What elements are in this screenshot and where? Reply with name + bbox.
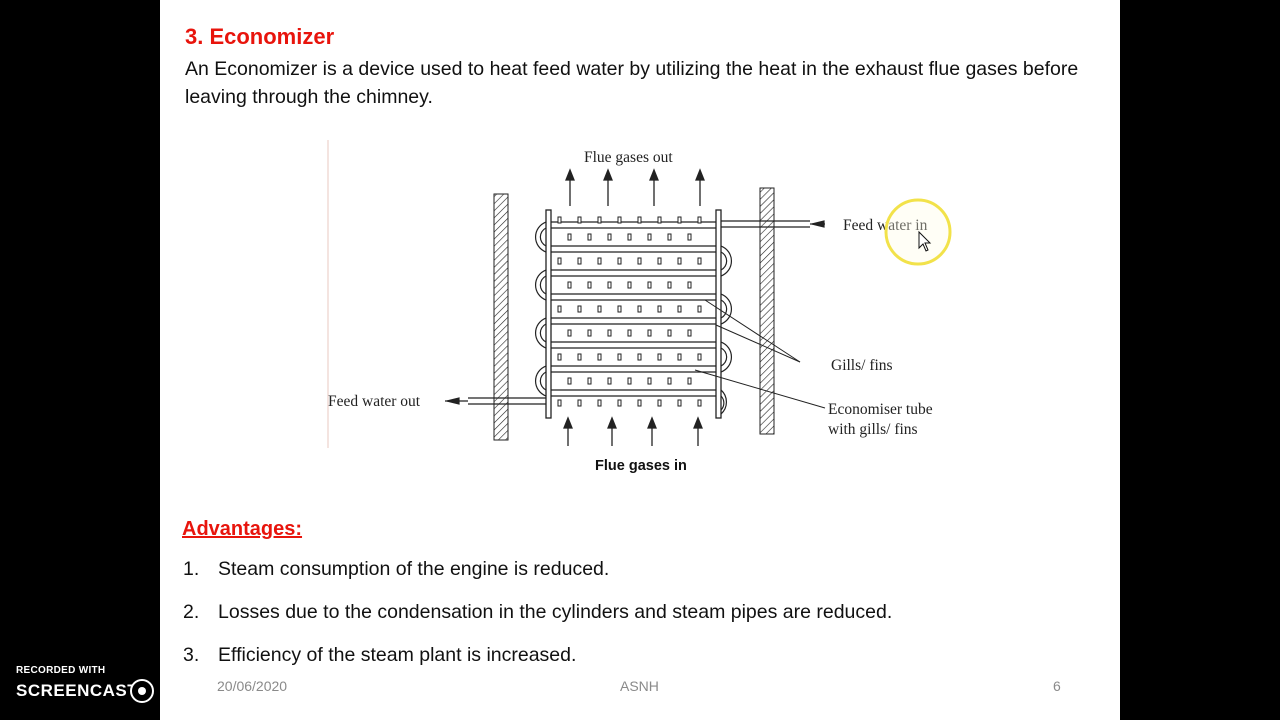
fins <box>557 216 702 407</box>
label-economiser-tube-1: Economiser tube <box>828 401 933 418</box>
advantage-item: 3. Efficiency of the steam plant is incre… <box>183 644 576 667</box>
record-icon <box>130 679 154 703</box>
advantage-item: 1. Steam consumption of the engine is red… <box>183 558 609 581</box>
footer-page-number: 6 <box>1053 678 1061 694</box>
watermark-screencast: SCREENCAST <box>16 681 139 700</box>
advantage-number: 2. <box>183 601 200 623</box>
feed-water-out-pipe <box>445 397 546 405</box>
feed-water-in-pipe <box>721 220 825 228</box>
right-header <box>715 209 722 419</box>
advantage-item: 2. Losses due to the condensation in the … <box>183 601 892 624</box>
slide-intro-text: An Economizer is a device used to heat f… <box>185 58 1079 108</box>
economizer-diagram: Flue gases out Feed water in Gills/ fins… <box>327 140 952 474</box>
label-gills-fins: Gills/ fins <box>831 357 893 374</box>
advantages-title: Advantages: <box>182 518 303 540</box>
watermark-matic: MATIC <box>163 684 213 701</box>
advantage-text: Steam consumption of the engine is reduc… <box>218 558 610 580</box>
flue-gas-out-arrows <box>565 168 705 206</box>
leader-lines <box>694 299 826 409</box>
label-flue-gases-in: Flue gases in <box>595 458 687 474</box>
label-feed-water-out: Feed water out <box>328 393 421 410</box>
right-wall <box>759 187 775 435</box>
advantage-number: 3. <box>183 644 200 666</box>
screencast-watermark: RECORDED WITH SCREENCAST MATIC <box>0 662 230 712</box>
advantage-text: Efficiency of the steam plant is increas… <box>218 644 577 666</box>
advantage-number: 1. <box>183 558 200 580</box>
footer-date: 20/06/2020 <box>217 678 288 694</box>
label-economiser-tube-2: with gills/ fins <box>828 421 918 438</box>
advantage-text: Losses due to the condensation in the cy… <box>218 601 893 623</box>
mouse-cursor-icon <box>918 230 932 252</box>
slide: 3. Economizer An Economizer is a device … <box>160 0 1120 720</box>
label-flue-gases-out: Flue gases out <box>584 149 673 166</box>
cursor-highlight <box>884 198 952 266</box>
flue-gas-in-arrows <box>563 416 703 446</box>
left-header <box>545 209 552 419</box>
slide-title: 3. Economizer <box>185 24 335 49</box>
left-wall <box>493 193 509 441</box>
watermark-recorded-with: RECORDED WITH <box>16 665 106 676</box>
economiser-tubes <box>534 221 733 415</box>
footer-author: ASNH <box>620 678 659 694</box>
